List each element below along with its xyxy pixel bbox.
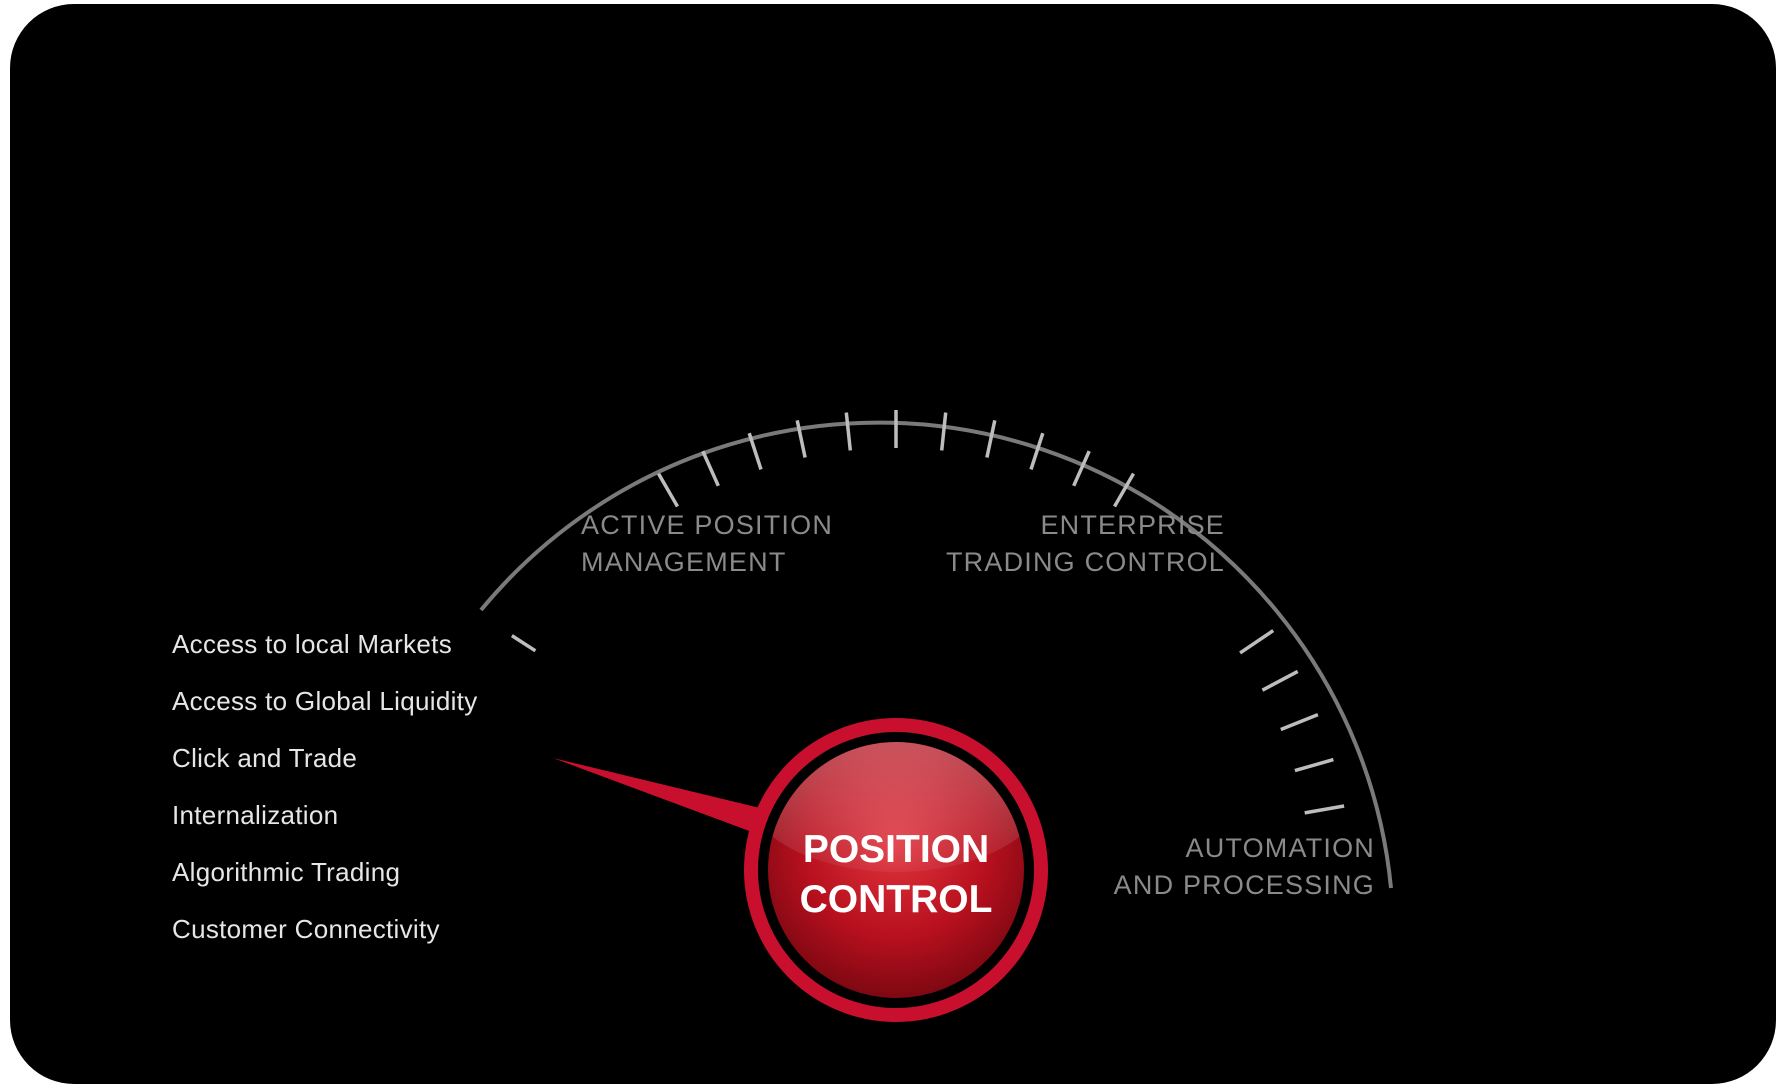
gauge-tick [1072, 450, 1091, 487]
gauge-tick [1239, 629, 1275, 655]
feature-item: Customer Connectivity [172, 914, 440, 944]
gauge-needle [553, 758, 760, 832]
gauge-arc [479, 420, 1393, 889]
gauge-tick [1304, 804, 1345, 815]
gauge-tick [701, 450, 720, 487]
gauge-tick [510, 634, 537, 653]
zone-label-line: ACTIVE POSITION [581, 510, 833, 540]
position-control-knob: POSITION CONTROL [744, 718, 1048, 1022]
gauge-tick [1112, 472, 1136, 508]
zone-enterprise-trading-control: ENTERPRISE TRADING CONTROL [946, 510, 1225, 577]
center-label-line2: CONTROL [800, 878, 993, 921]
zone-label-line: MANAGEMENT [581, 547, 787, 577]
gauge-ticks [510, 410, 1345, 815]
zone-automation-and-processing: AUTOMATION AND PROCESSING [1114, 833, 1375, 900]
gauge-tick [1029, 432, 1045, 470]
zone-active-position-management: ACTIVE POSITION MANAGEMENT [581, 510, 833, 577]
gauge-tick [795, 420, 807, 458]
gauge-tick [747, 432, 763, 470]
gauge-tick [939, 412, 948, 451]
gauge-tick [985, 420, 997, 458]
feature-item: Access to Global Liquidity [172, 686, 478, 716]
gauge-tick [1280, 712, 1319, 732]
gauge-tick [1261, 669, 1299, 692]
feature-item: Internalization [172, 800, 338, 830]
feature-item: Algorithmic Trading [172, 857, 400, 887]
center-label-line1: POSITION [803, 828, 989, 871]
gauge-tick [656, 472, 680, 508]
zone-label-line: TRADING CONTROL [946, 547, 1225, 577]
gauge-tick [844, 412, 853, 451]
zone-label-line: AUTOMATION [1185, 833, 1375, 863]
feature-list: Access to local Markets Access to Global… [172, 629, 478, 944]
zone-label-line: AND PROCESSING [1114, 870, 1375, 900]
zone-label-line: ENTERPRISE [1040, 510, 1225, 540]
gauge-tick [1294, 757, 1334, 773]
feature-item: Click and Trade [172, 743, 357, 773]
feature-item: Access to local Markets [172, 629, 452, 659]
